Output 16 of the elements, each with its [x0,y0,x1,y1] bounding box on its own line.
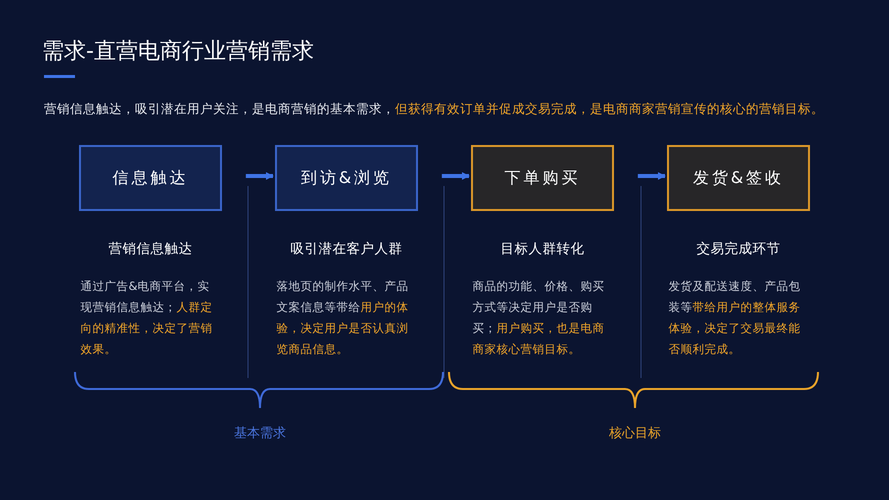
stage-heading: 吸引潜在客户人群 [290,240,404,258]
stage-description: 发货及配送速度、产品包装等带给用户的整体服务体验，决定了交易最终能否顺利完成。 [668,278,802,358]
intro-text: 营销信息触达，吸引潜在用户关注，是电商营销的基本需求，但获得有效订单并促成交易完成，是电商商家营销宣传的核心的营销目标。 [44,101,824,118]
stage-heading: 营销信息触达 [108,240,194,258]
stage-description: 商品的功能、价格、购买方式等决定用户是否购买；用户购买，也是电商商家核心营销目标。 [472,278,606,358]
stage-box: 发货&签收 [667,145,810,211]
stage-description: 落地页的制作水平、产品文案信息等带给用户的体验，决定用户是否认真浏览商品信息。 [276,278,410,358]
stage-box: 下单购买 [471,145,614,211]
stage-box: 到访&浏览 [275,145,418,211]
bracket-label: 基本需求 [233,425,287,442]
stage-box: 信息触达 [79,145,222,211]
bracket-label: 核心目标 [608,425,662,442]
stage-description: 通过广告&电商平台，实现营销信息触达；人群定向的精准性，决定了营销效果。 [80,278,214,358]
stage-heading: 目标人群转化 [500,240,586,258]
title: 需求-直营电商行业营销需求 [42,38,314,66]
stage-heading: 交易完成环节 [696,240,782,258]
